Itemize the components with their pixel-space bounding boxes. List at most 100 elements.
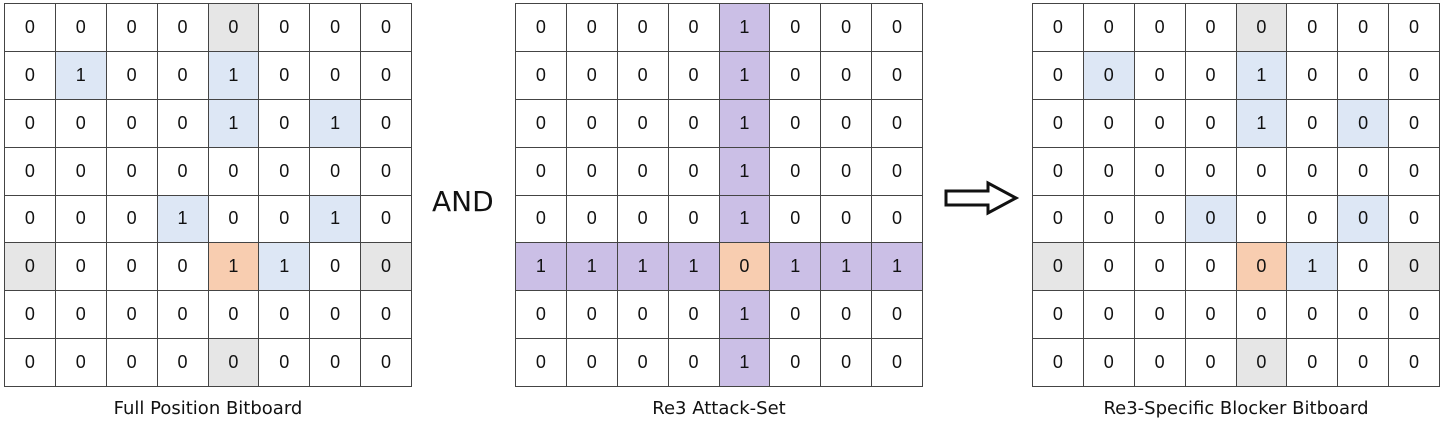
grid-cell: 0 — [106, 291, 158, 340]
grid-cell: 1 — [310, 99, 362, 148]
grid-cell: 0 — [1185, 243, 1237, 292]
grid-cell: 0 — [5, 291, 56, 340]
grid-cell: 0 — [361, 195, 412, 244]
grid-cell: 0 — [106, 243, 158, 292]
grid-cell: 0 — [617, 339, 669, 387]
grid-cell: 0 — [1134, 339, 1186, 387]
grid-cell: 0 — [516, 51, 567, 100]
grid-cell: 1 — [516, 243, 567, 292]
grid-cell: 0 — [1033, 339, 1084, 387]
grid-cell: 0 — [872, 339, 923, 387]
grid-cell: 1 — [719, 339, 771, 387]
grid-cell: 0 — [1185, 147, 1237, 196]
grid-cell: 0 — [668, 147, 720, 196]
grid-cell: 0 — [1389, 51, 1440, 100]
grid-cell: 0 — [566, 195, 618, 244]
grid-cell: 0 — [1134, 4, 1186, 52]
grid-cell: 1 — [719, 99, 771, 148]
grid-cell: 0 — [1389, 4, 1440, 52]
grid-cell: 0 — [259, 51, 311, 100]
grid-cell: 0 — [55, 195, 107, 244]
grid-cell: 0 — [5, 195, 56, 244]
grid-cell: 0 — [106, 339, 158, 387]
grid-cell: 0 — [1338, 243, 1390, 292]
grid-cell: 1 — [310, 195, 362, 244]
grid-cell: 0 — [1338, 195, 1390, 244]
grid-cell: 1 — [668, 243, 720, 292]
grid-cell: 0 — [157, 339, 209, 387]
grid-cell: 0 — [1287, 51, 1339, 100]
grid-cell: 0 — [617, 99, 669, 148]
grid-cell: 0 — [5, 147, 56, 196]
grid-cell: 0 — [259, 4, 311, 52]
grid-cell: 0 — [566, 291, 618, 340]
grid-cell: 0 — [1033, 51, 1084, 100]
grid-cell: 1 — [872, 243, 923, 292]
grid-cell: 1 — [719, 147, 771, 196]
grid-cell: 0 — [1083, 291, 1135, 340]
grid-cell: 0 — [770, 4, 822, 52]
grid-cell: 0 — [566, 147, 618, 196]
grid-cell: 0 — [1338, 291, 1390, 340]
grid-cell: 0 — [1287, 4, 1339, 52]
grid-cell: 0 — [668, 51, 720, 100]
grid-cell: 0 — [872, 147, 923, 196]
grid-cell: 0 — [106, 4, 158, 52]
grid-cell: 0 — [566, 4, 618, 52]
grid-cell: 1 — [55, 51, 107, 100]
grid-cell: 0 — [208, 339, 260, 387]
double-right-arrow-icon — [944, 180, 1020, 216]
grid-cell: 0 — [157, 99, 209, 148]
grid-cell: 0 — [310, 51, 362, 100]
grid-cell: 0 — [1083, 243, 1135, 292]
grid-cell: 0 — [1236, 291, 1288, 340]
grid-cell: 1 — [259, 243, 311, 292]
grid-cell: 0 — [157, 291, 209, 340]
grid-cell: 0 — [361, 4, 412, 52]
grid-cell: 0 — [106, 195, 158, 244]
grid-cell: 1 — [719, 195, 771, 244]
grid-cell: 0 — [1287, 339, 1339, 387]
grid-cell: 0 — [1134, 99, 1186, 148]
grid-cell: 0 — [310, 4, 362, 52]
grid-cell: 0 — [1185, 195, 1237, 244]
grid-cell: 0 — [1033, 4, 1084, 52]
grid-cell: 0 — [872, 51, 923, 100]
grid-cell: 0 — [1033, 243, 1084, 292]
grid-cell: 0 — [1287, 147, 1339, 196]
and-operator-label: AND — [432, 185, 494, 218]
grid-cell: 0 — [1389, 99, 1440, 148]
grid-cell: 0 — [1185, 4, 1237, 52]
grid-cell: 0 — [1033, 99, 1084, 148]
grid-cell: 0 — [821, 339, 873, 387]
grid-cell: 0 — [208, 4, 260, 52]
grid-cell: 0 — [361, 339, 412, 387]
grid-cell: 0 — [55, 339, 107, 387]
grid-cell: 0 — [821, 51, 873, 100]
grid-cell: 0 — [1033, 291, 1084, 340]
grid-cell: 0 — [770, 291, 822, 340]
grid-cell: 0 — [259, 147, 311, 196]
grid-cell: 0 — [1236, 339, 1288, 387]
grid-cell: 1 — [157, 195, 209, 244]
grid-cell: 0 — [55, 4, 107, 52]
grid-cell: 0 — [821, 99, 873, 148]
grid-cell: 0 — [872, 195, 923, 244]
grid-cell: 0 — [157, 51, 209, 100]
grid-cell: 0 — [361, 51, 412, 100]
grid-cell: 0 — [821, 147, 873, 196]
grid-cell: 0 — [361, 243, 412, 292]
grid-cell: 0 — [821, 291, 873, 340]
grid-cell: 0 — [5, 243, 56, 292]
grid-cell: 0 — [1389, 195, 1440, 244]
grid-cell: 0 — [157, 147, 209, 196]
grid-cell: 1 — [1287, 243, 1339, 292]
grid-cell: 0 — [1083, 4, 1135, 52]
grid-cell: 0 — [668, 4, 720, 52]
grid-cell: 0 — [516, 339, 567, 387]
grid-cell: 0 — [157, 4, 209, 52]
grid-cell: 1 — [208, 99, 260, 148]
grid-cell: 0 — [770, 99, 822, 148]
grid-cell: 0 — [1287, 195, 1339, 244]
